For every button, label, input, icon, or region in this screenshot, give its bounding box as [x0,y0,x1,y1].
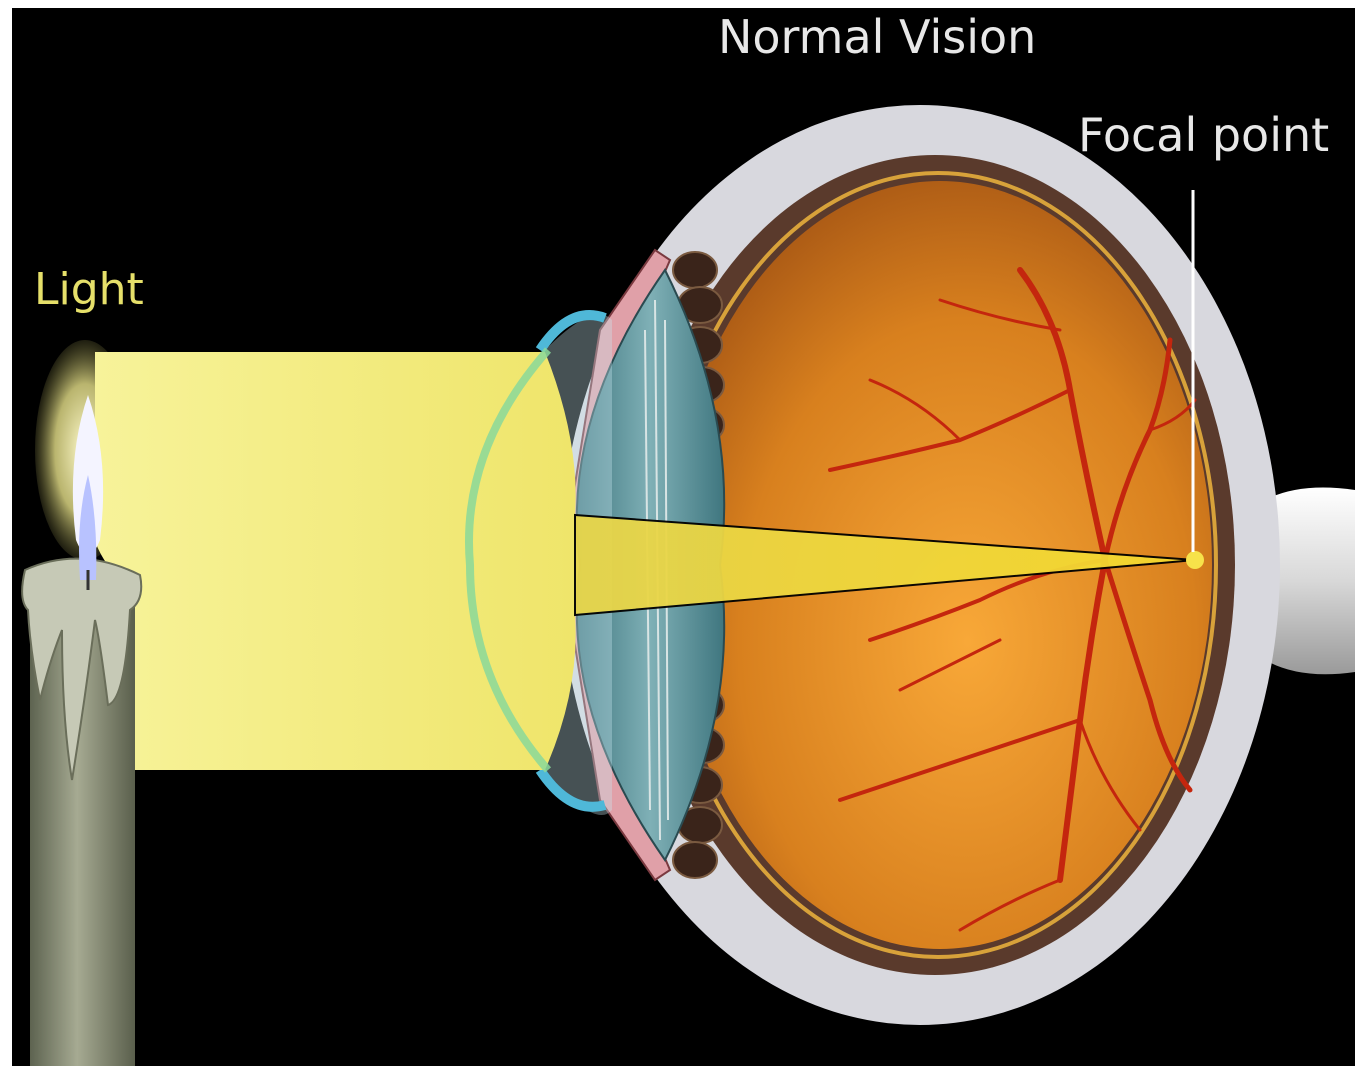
focal-point-marker [1186,551,1204,569]
title: Normal Vision [718,14,1036,60]
light-label: Light [34,268,144,312]
focal-point-label: Focal point [1078,112,1329,158]
